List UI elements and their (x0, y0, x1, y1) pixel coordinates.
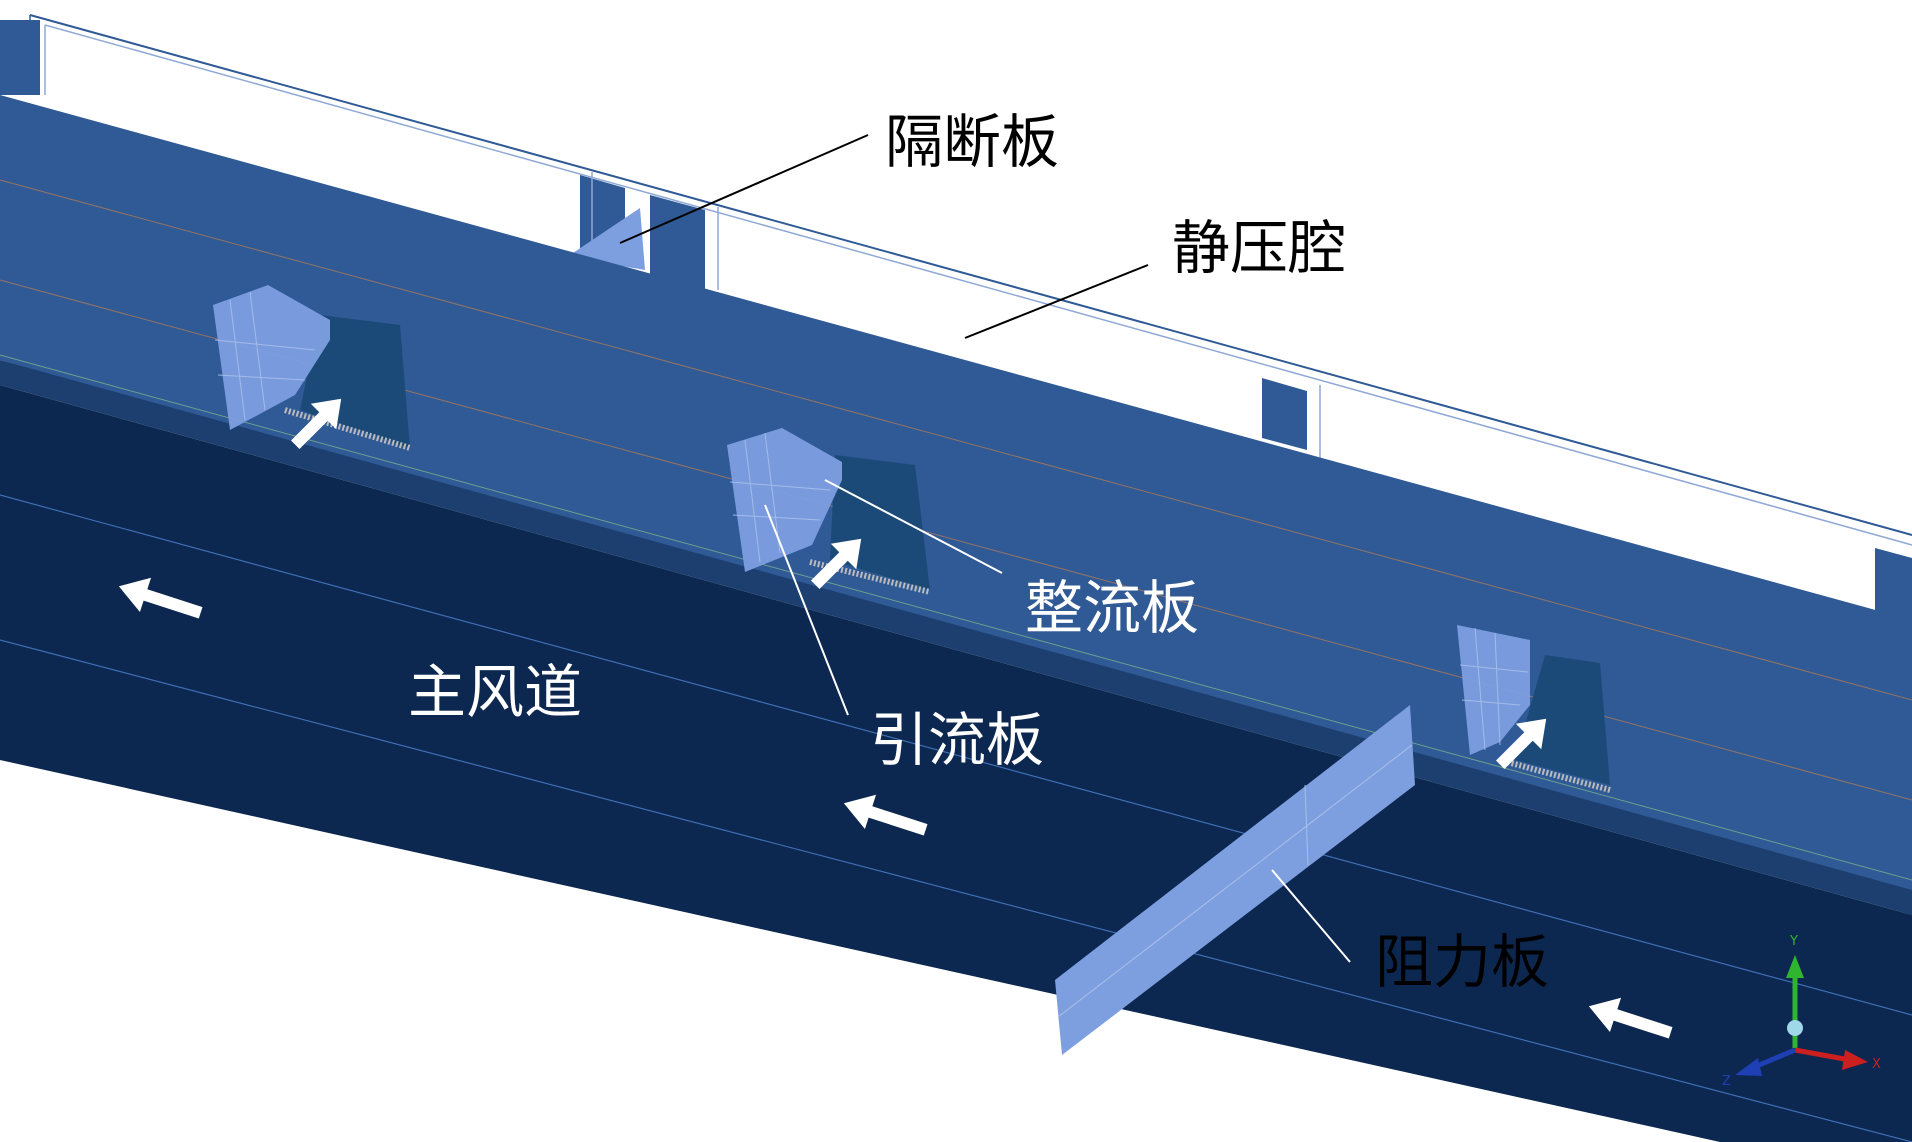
label-guide-plate: 引流板 (870, 706, 1044, 774)
partition-plate (570, 208, 645, 270)
plenum-chamber (0, 14, 1912, 630)
axis-label-x: X (1872, 1057, 1881, 1072)
axis-label-y: Y (1789, 934, 1798, 949)
axis-label-z: Z (1722, 1074, 1731, 1089)
guide-plate-2 (727, 428, 842, 572)
leader-straightening-plate (824, 479, 1003, 574)
label-straightening-plate: 整流板 (1025, 574, 1199, 642)
opening-3 (1457, 625, 1611, 793)
leader-lines (619, 134, 1351, 963)
flow-arrows (118, 398, 1673, 1039)
leader-guide-plate (764, 504, 849, 716)
partition-wall-3 (1262, 378, 1307, 450)
plenum-top-edge (29, 14, 1912, 536)
floor-lines (0, 494, 1912, 1142)
leader-resistance-plate (1271, 869, 1351, 963)
guide-plate-3 (1457, 625, 1530, 755)
label-partition-plate: 隔断板 (885, 108, 1059, 176)
label-main-duct: 主风道 (408, 658, 582, 726)
duct-side-wall (0, 95, 1912, 915)
arrow-icon (843, 794, 928, 836)
arrow-icon (1588, 997, 1673, 1039)
plenum-top-inner-edge (44, 24, 1912, 546)
opening-3-window (1515, 655, 1610, 785)
arrow-icon (1496, 718, 1547, 769)
leader-plenum-chamber (964, 264, 1149, 339)
partition-wall-4 (1875, 548, 1912, 630)
resistance-plate (1055, 705, 1415, 1055)
arrow-icon (811, 538, 862, 589)
leader-partition-plate (619, 134, 869, 244)
label-resistance-plate: 阻力板 (1375, 928, 1549, 996)
guide-plate-1 (213, 285, 330, 430)
arrow-icon (118, 577, 203, 619)
partition-wall-2 (650, 195, 705, 290)
arrow-icon (291, 398, 342, 449)
plenum-left-cap (0, 20, 40, 95)
duct-ledge (0, 360, 1912, 915)
label-plenum-chamber: 静压腔 (1172, 214, 1346, 282)
coordinate-axes-icon: Y Z X (1722, 934, 1881, 1089)
main-duct-floor (0, 385, 1912, 1142)
